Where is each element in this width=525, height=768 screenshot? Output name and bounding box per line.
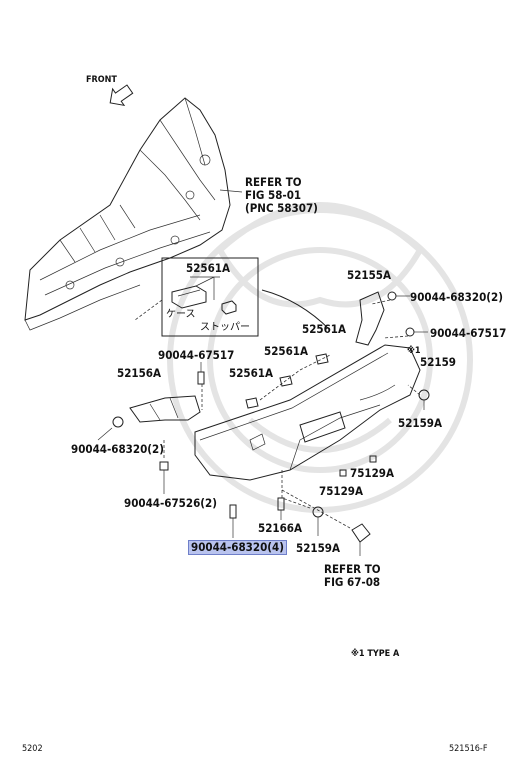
part-label-52159A-right[interactable]: 52159A <box>398 416 443 430</box>
part-label-52561A-b[interactable]: 52561A <box>229 366 274 380</box>
refer-to-fig-58-01-line3: (PNC 58307) <box>245 201 318 215</box>
part-label-75129A-b[interactable]: 75129A <box>319 484 364 498</box>
refer-to-fig-67-08-line2: FIG 67-08 <box>324 575 381 589</box>
part-label-90044-68320-2-left[interactable]: 90044-68320(2) <box>71 442 164 456</box>
case-label: ケース <box>166 309 196 320</box>
front-label: FRONT <box>86 75 117 85</box>
part-label-52159A-bottom[interactable]: 52159A <box>296 541 341 555</box>
assembly-lines <box>163 299 421 529</box>
page-number-right: 521516-F <box>449 744 488 754</box>
refer-to-fig-58-01-line1: REFER TO <box>245 175 302 189</box>
stopper-label: ストッパー <box>200 322 250 333</box>
left-bracket <box>129 395 201 423</box>
refer-to-fig-58-01-line2: FIG 58-01 <box>245 188 302 202</box>
part-label-90044-68320-2-right[interactable]: 90044-68320(2) <box>410 290 503 304</box>
part-label-90044-67517-right[interactable]: 90044-67517 <box>430 326 507 340</box>
fasteners <box>97 291 430 556</box>
front-arrow-icon <box>109 84 134 107</box>
part-label-90044-67517-left[interactable]: 90044-67517 <box>158 348 235 362</box>
body-panel <box>24 97 231 331</box>
part-label-52156A[interactable]: 52156A <box>117 366 162 380</box>
part-label-90044-67526-2[interactable]: 90044-67526(2) <box>124 496 217 510</box>
part-label-52155A[interactable]: 52155A <box>347 268 392 282</box>
watermark-emblem <box>167 202 473 513</box>
part-label-52561A-mid[interactable]: 52561A <box>302 322 347 336</box>
detail-box <box>161 257 259 337</box>
type-note: ※1 TYPE A <box>351 649 400 659</box>
part-label-90044-68320-4-highlighted[interactable]: 90044-68320(4) <box>188 540 287 555</box>
stopper-part <box>221 300 237 315</box>
part-label-52561A-box[interactable]: 52561A <box>186 261 231 275</box>
part-label-52166A[interactable]: 52166A <box>258 521 303 535</box>
type-a-mark: ※1 <box>407 346 421 356</box>
page-number-left: 5202 <box>22 744 43 754</box>
right-bracket <box>355 291 385 346</box>
part-label-52561A-a[interactable]: 52561A <box>264 344 309 358</box>
refer-to-fig-67-08-line1: REFER TO <box>324 562 381 576</box>
part-label-52159[interactable]: 52159 <box>420 355 456 369</box>
part-label-75129A-a[interactable]: 75129A <box>350 466 395 480</box>
rear-bumper-cover <box>194 344 421 481</box>
